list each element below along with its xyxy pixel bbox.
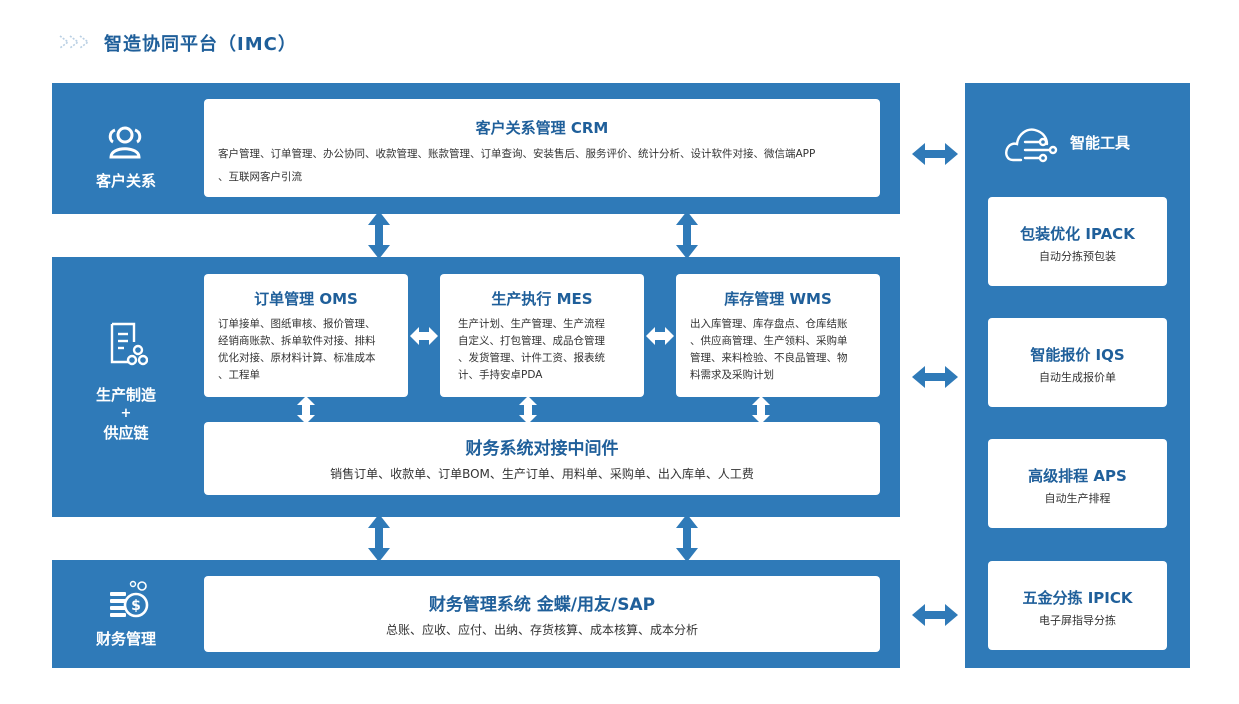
horizontal-double-arrow-icon — [646, 327, 674, 345]
oms-desc-line: 经销商账款、拆单软件对接、排料 — [218, 335, 376, 347]
mes-card-title: 生产执行 MES — [491, 290, 593, 308]
wms-desc-line: 出入库管理、库存盘点、仓库结账 — [690, 318, 848, 330]
horizontal-double-arrow-icon — [912, 143, 958, 165]
mes-desc-line: 生产计划、生产管理、生产流程 — [458, 318, 605, 330]
middleware-card-title: 财务系统对接中间件 — [465, 439, 619, 459]
tool-card-title: 智能报价 IQS — [1030, 346, 1125, 364]
wms-card[interactable]: 库存管理 WMS 出入库管理、库存盘点、仓库结账 、供应商管理、生产领料、采购单… — [676, 274, 880, 397]
oms-desc-line: 订单接单、图纸审核、报价管理、 — [218, 318, 376, 330]
oms-card-desc: 订单接单、图纸审核、报价管理、 经销商账款、拆单软件对接、排料 优化对接、原材料… — [218, 316, 404, 384]
svg-text:$: $ — [131, 598, 141, 614]
mes-desc-line: 、发货管理、计件工资、报表统 — [458, 352, 605, 364]
production-label-line3: 供应链 — [103, 424, 149, 442]
wms-desc-line: 、供应商管理、生产领料、采购单 — [690, 335, 848, 347]
production-label-line1: 生产制造 — [95, 386, 156, 404]
crm-card-title: 客户关系管理 CRM — [475, 119, 609, 137]
finance-section-label: 财务管理 — [95, 630, 156, 648]
wms-card-title: 库存管理 WMS — [724, 290, 832, 308]
tool-card-ipick[interactable]: 五金分拣 IPICK 电子屏指导分拣 — [988, 561, 1167, 650]
tool-card-desc: 自动生成报价单 — [1039, 371, 1116, 384]
crm-section-label: 客户关系 — [95, 172, 156, 190]
oms-desc-line: 优化对接、原材料计算、标准成本 — [218, 352, 376, 364]
finance-card-title: 财务管理系统 金蝶/用友/SAP — [428, 595, 656, 615]
tool-card-title: 高级排程 APS — [1028, 467, 1127, 485]
production-section-label: 生产制造 + 供应链 — [76, 384, 176, 444]
crm-card-desc-line1: 客户管理、订单管理、办公协同、收款管理、账款管理、订单查询、安装售后、服务评价、… — [218, 148, 816, 160]
cloud-network-icon — [1005, 128, 1058, 163]
vertical-double-arrow-icon — [368, 514, 390, 562]
vertical-double-arrow-icon — [297, 396, 315, 424]
vertical-double-arrow-icon — [519, 396, 537, 424]
tool-card-desc: 自动生产排程 — [1044, 492, 1111, 505]
production-label-line2: + — [120, 406, 132, 421]
tool-card-aps[interactable]: 高级排程 APS 自动生产排程 — [988, 439, 1167, 528]
tool-card-desc: 电子屏指导分拣 — [1039, 614, 1116, 627]
document-process-icon — [110, 322, 148, 366]
middleware-card[interactable]: 财务系统对接中间件 销售订单、收款单、订单BOM、生产订单、用料单、采购单、出入… — [204, 422, 880, 495]
crm-card[interactable]: 客户关系管理 CRM 客户管理、订单管理、办公协同、收款管理、账款管理、订单查询… — [204, 99, 880, 197]
wms-card-desc: 出入库管理、库存盘点、仓库结账 、供应商管理、生产领料、采购单 管理、来料检验、… — [690, 316, 878, 384]
mes-desc-line: 自定义、打包管理、成品仓管理 — [458, 335, 605, 347]
finance-card-desc: 总账、应收、应付、出纳、存货核算、成本核算、成本分析 — [385, 623, 698, 637]
vertical-double-arrow-icon — [676, 514, 698, 562]
tool-card-desc: 自动分拣预包装 — [1039, 250, 1116, 263]
oms-card-title: 订单管理 OMS — [254, 290, 358, 308]
money-coins-icon: $ — [110, 580, 149, 618]
horizontal-double-arrow-icon — [912, 366, 958, 388]
horizontal-double-arrow-icon — [912, 604, 958, 626]
tool-card-title: 五金分拣 IPICK — [1022, 589, 1133, 607]
tool-card-iqs[interactable]: 智能报价 IQS 自动生成报价单 — [988, 318, 1167, 407]
tool-card-ipack[interactable]: 包装优化 IPACK 自动分拣预包装 — [988, 197, 1167, 286]
middleware-card-desc: 销售订单、收款单、订单BOM、生产订单、用料单、采购单、出入库单、人工费 — [330, 467, 754, 481]
tools-section-label: 智能工具 — [1070, 134, 1131, 152]
crm-card-desc-line2: 、互联网客户引流 — [218, 171, 302, 183]
vertical-double-arrow-icon — [676, 211, 698, 259]
users-icon — [108, 126, 142, 159]
horizontal-double-arrow-icon — [410, 327, 438, 345]
vertical-double-arrow-icon — [752, 396, 770, 424]
oms-card[interactable]: 订单管理 OMS 订单接单、图纸审核、报价管理、 经销商账款、拆单软件对接、排料… — [204, 274, 408, 397]
double-chevron-icon — [59, 35, 90, 49]
finance-card[interactable]: 财务管理系统 金蝶/用友/SAP 总账、应收、应付、出纳、存货核算、成本核算、成… — [204, 576, 880, 652]
oms-desc-line: 、工程单 — [218, 369, 260, 381]
tool-card-title: 包装优化 IPACK — [1020, 225, 1135, 243]
page-title: 智造协同平台（IMC） — [104, 34, 297, 55]
mes-card[interactable]: 生产执行 MES 生产计划、生产管理、生产流程 自定义、打包管理、成品仓管理 、… — [440, 274, 644, 397]
wms-desc-line: 料需求及采购计划 — [690, 369, 774, 381]
mes-desc-line: 计、手持安卓PDA — [458, 369, 543, 381]
wms-desc-line: 管理、来料检验、不良品管理、物 — [690, 352, 848, 364]
vertical-double-arrow-icon — [368, 211, 390, 259]
mes-card-desc: 生产计划、生产管理、生产流程 自定义、打包管理、成品仓管理 、发货管理、计件工资… — [458, 316, 642, 384]
